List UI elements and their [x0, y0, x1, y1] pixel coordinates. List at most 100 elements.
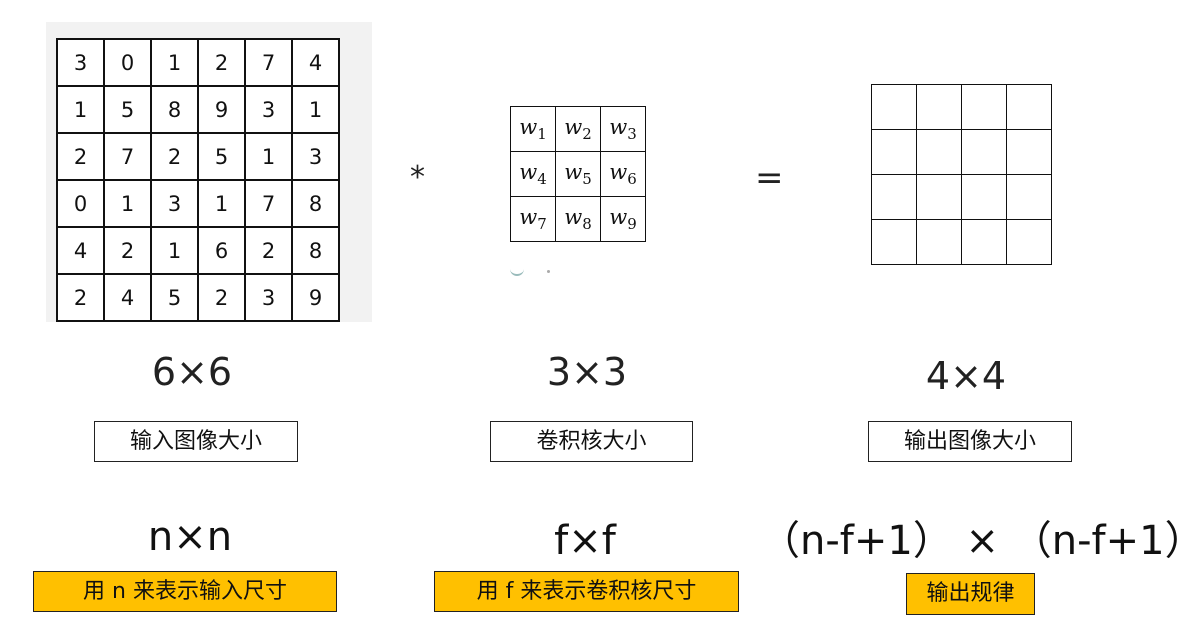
input-matrix-cell: 5 [103, 85, 152, 134]
kernel-weight-symbol: w [564, 114, 583, 139]
kernel-weight-index: 2 [582, 125, 592, 144]
input-formula: n×n [147, 514, 233, 560]
input-matrix-cell: 2 [244, 226, 293, 275]
input-matrix-cell: 7 [103, 132, 152, 181]
kernel-dimension-label: 3×3 [546, 350, 628, 394]
output-matrix-cell [1006, 219, 1052, 265]
kernel-formula: f×f [554, 518, 616, 564]
output-matrix-cell [961, 129, 1007, 175]
input-matrix-cell: 8 [150, 85, 199, 134]
kernel-weight-symbol: w [609, 114, 628, 139]
kernel-weight-symbol: w [564, 159, 583, 184]
kernel-weight-cell: w9 [600, 196, 646, 242]
input-matrix-cell: 5 [197, 132, 246, 181]
kernel-weight-symbol: w [609, 204, 628, 229]
output-matrix-cell [871, 219, 917, 265]
output-matrix-row [871, 174, 1052, 220]
kernel-weight-cell: w8 [555, 196, 601, 242]
output-matrix-cell [871, 84, 917, 130]
input-size-caption: 输入图像大小 [94, 421, 298, 462]
input-matrix-cell: 8 [291, 179, 340, 228]
input-matrix-cell: 3 [150, 179, 199, 228]
kernel-weight-symbol: w [564, 204, 583, 229]
output-formula: （n-f+1） × （n-f+1） [760, 518, 1195, 564]
kernel-weight-symbol: w [519, 159, 538, 184]
input-matrix-cell: 1 [291, 85, 340, 134]
convolution-operator: * [410, 160, 425, 195]
input-matrix-cell: 2 [103, 226, 152, 275]
output-matrix-cell [961, 84, 1007, 130]
scan-artifact-dot [547, 270, 550, 273]
input-matrix-cell: 9 [197, 85, 246, 134]
output-matrix-cell [916, 174, 962, 220]
input-matrix-cell: 1 [197, 179, 246, 228]
kernel-weight-index: 8 [582, 215, 592, 234]
kernel-weight-index: 5 [582, 170, 592, 189]
input-matrix-cell: 1 [150, 38, 199, 87]
output-matrix-cell [961, 174, 1007, 220]
input-matrix-cell: 2 [56, 273, 105, 322]
input-dimension-label: 6×6 [151, 350, 233, 394]
input-matrix-cell: 6 [197, 226, 246, 275]
kernel-weight-cell: w3 [600, 106, 646, 152]
kernel-weight-cell: w7 [510, 196, 556, 242]
output-matrix-cell [961, 219, 1007, 265]
input-matrix-cell: 4 [103, 273, 152, 322]
output-matrix-cell [871, 129, 917, 175]
kernel-weight-index: 1 [537, 125, 547, 144]
output-matrix-cell [871, 174, 917, 220]
input-notation-note: 用 n 来表示输入尺寸 [33, 571, 337, 612]
input-matrix-cell: 0 [56, 179, 105, 228]
input-matrix-cell: 3 [291, 132, 340, 181]
scan-artifact [510, 266, 524, 276]
input-matrix-cell: 2 [150, 132, 199, 181]
input-matrix-cell: 2 [197, 273, 246, 322]
input-matrix-cell: 5 [150, 273, 199, 322]
kernel-weight-index: 9 [627, 215, 637, 234]
input-matrix-cell: 9 [291, 273, 340, 322]
output-matrix-cell [916, 129, 962, 175]
kernel-weight-symbol: w [519, 114, 538, 139]
output-matrix-row [871, 129, 1052, 175]
input-matrix-cell: 0 [103, 38, 152, 87]
input-matrix-cell: 3 [56, 38, 105, 87]
output-matrix-cell [916, 84, 962, 130]
output-matrix-cell [916, 219, 962, 265]
kernel-weight-cell: w5 [555, 151, 601, 197]
kernel-weight-symbol: w [519, 204, 538, 229]
output-size-caption: 输出图像大小 [868, 421, 1072, 462]
input-matrix-cell: 1 [244, 132, 293, 181]
input-matrix-cell: 4 [56, 226, 105, 275]
input-matrix-cell: 1 [56, 85, 105, 134]
kernel-weight-cell: w2 [555, 106, 601, 152]
input-matrix-cell: 2 [56, 132, 105, 181]
kernel-weight-cell: w4 [510, 151, 556, 197]
kernel-weight-index: 7 [537, 215, 547, 234]
equals-operator: = [755, 158, 784, 198]
input-matrix-cell: 3 [244, 85, 293, 134]
output-matrix-cell [1006, 84, 1052, 130]
input-matrix-cell: 7 [244, 38, 293, 87]
input-matrix-cell: 2 [197, 38, 246, 87]
kernel-weight-index: 4 [537, 170, 547, 189]
output-matrix-cell [1006, 174, 1052, 220]
output-rule-note: 输出规律 [906, 573, 1035, 615]
input-matrix-cell: 1 [103, 179, 152, 228]
input-matrix-cell: 3 [244, 273, 293, 322]
kernel-size-caption: 卷积核大小 [490, 421, 693, 462]
kernel-weight-index: 3 [627, 125, 637, 144]
output-matrix-row [871, 219, 1052, 265]
output-matrix-row [871, 84, 1052, 130]
output-dimension-label: 4×4 [925, 354, 1007, 398]
